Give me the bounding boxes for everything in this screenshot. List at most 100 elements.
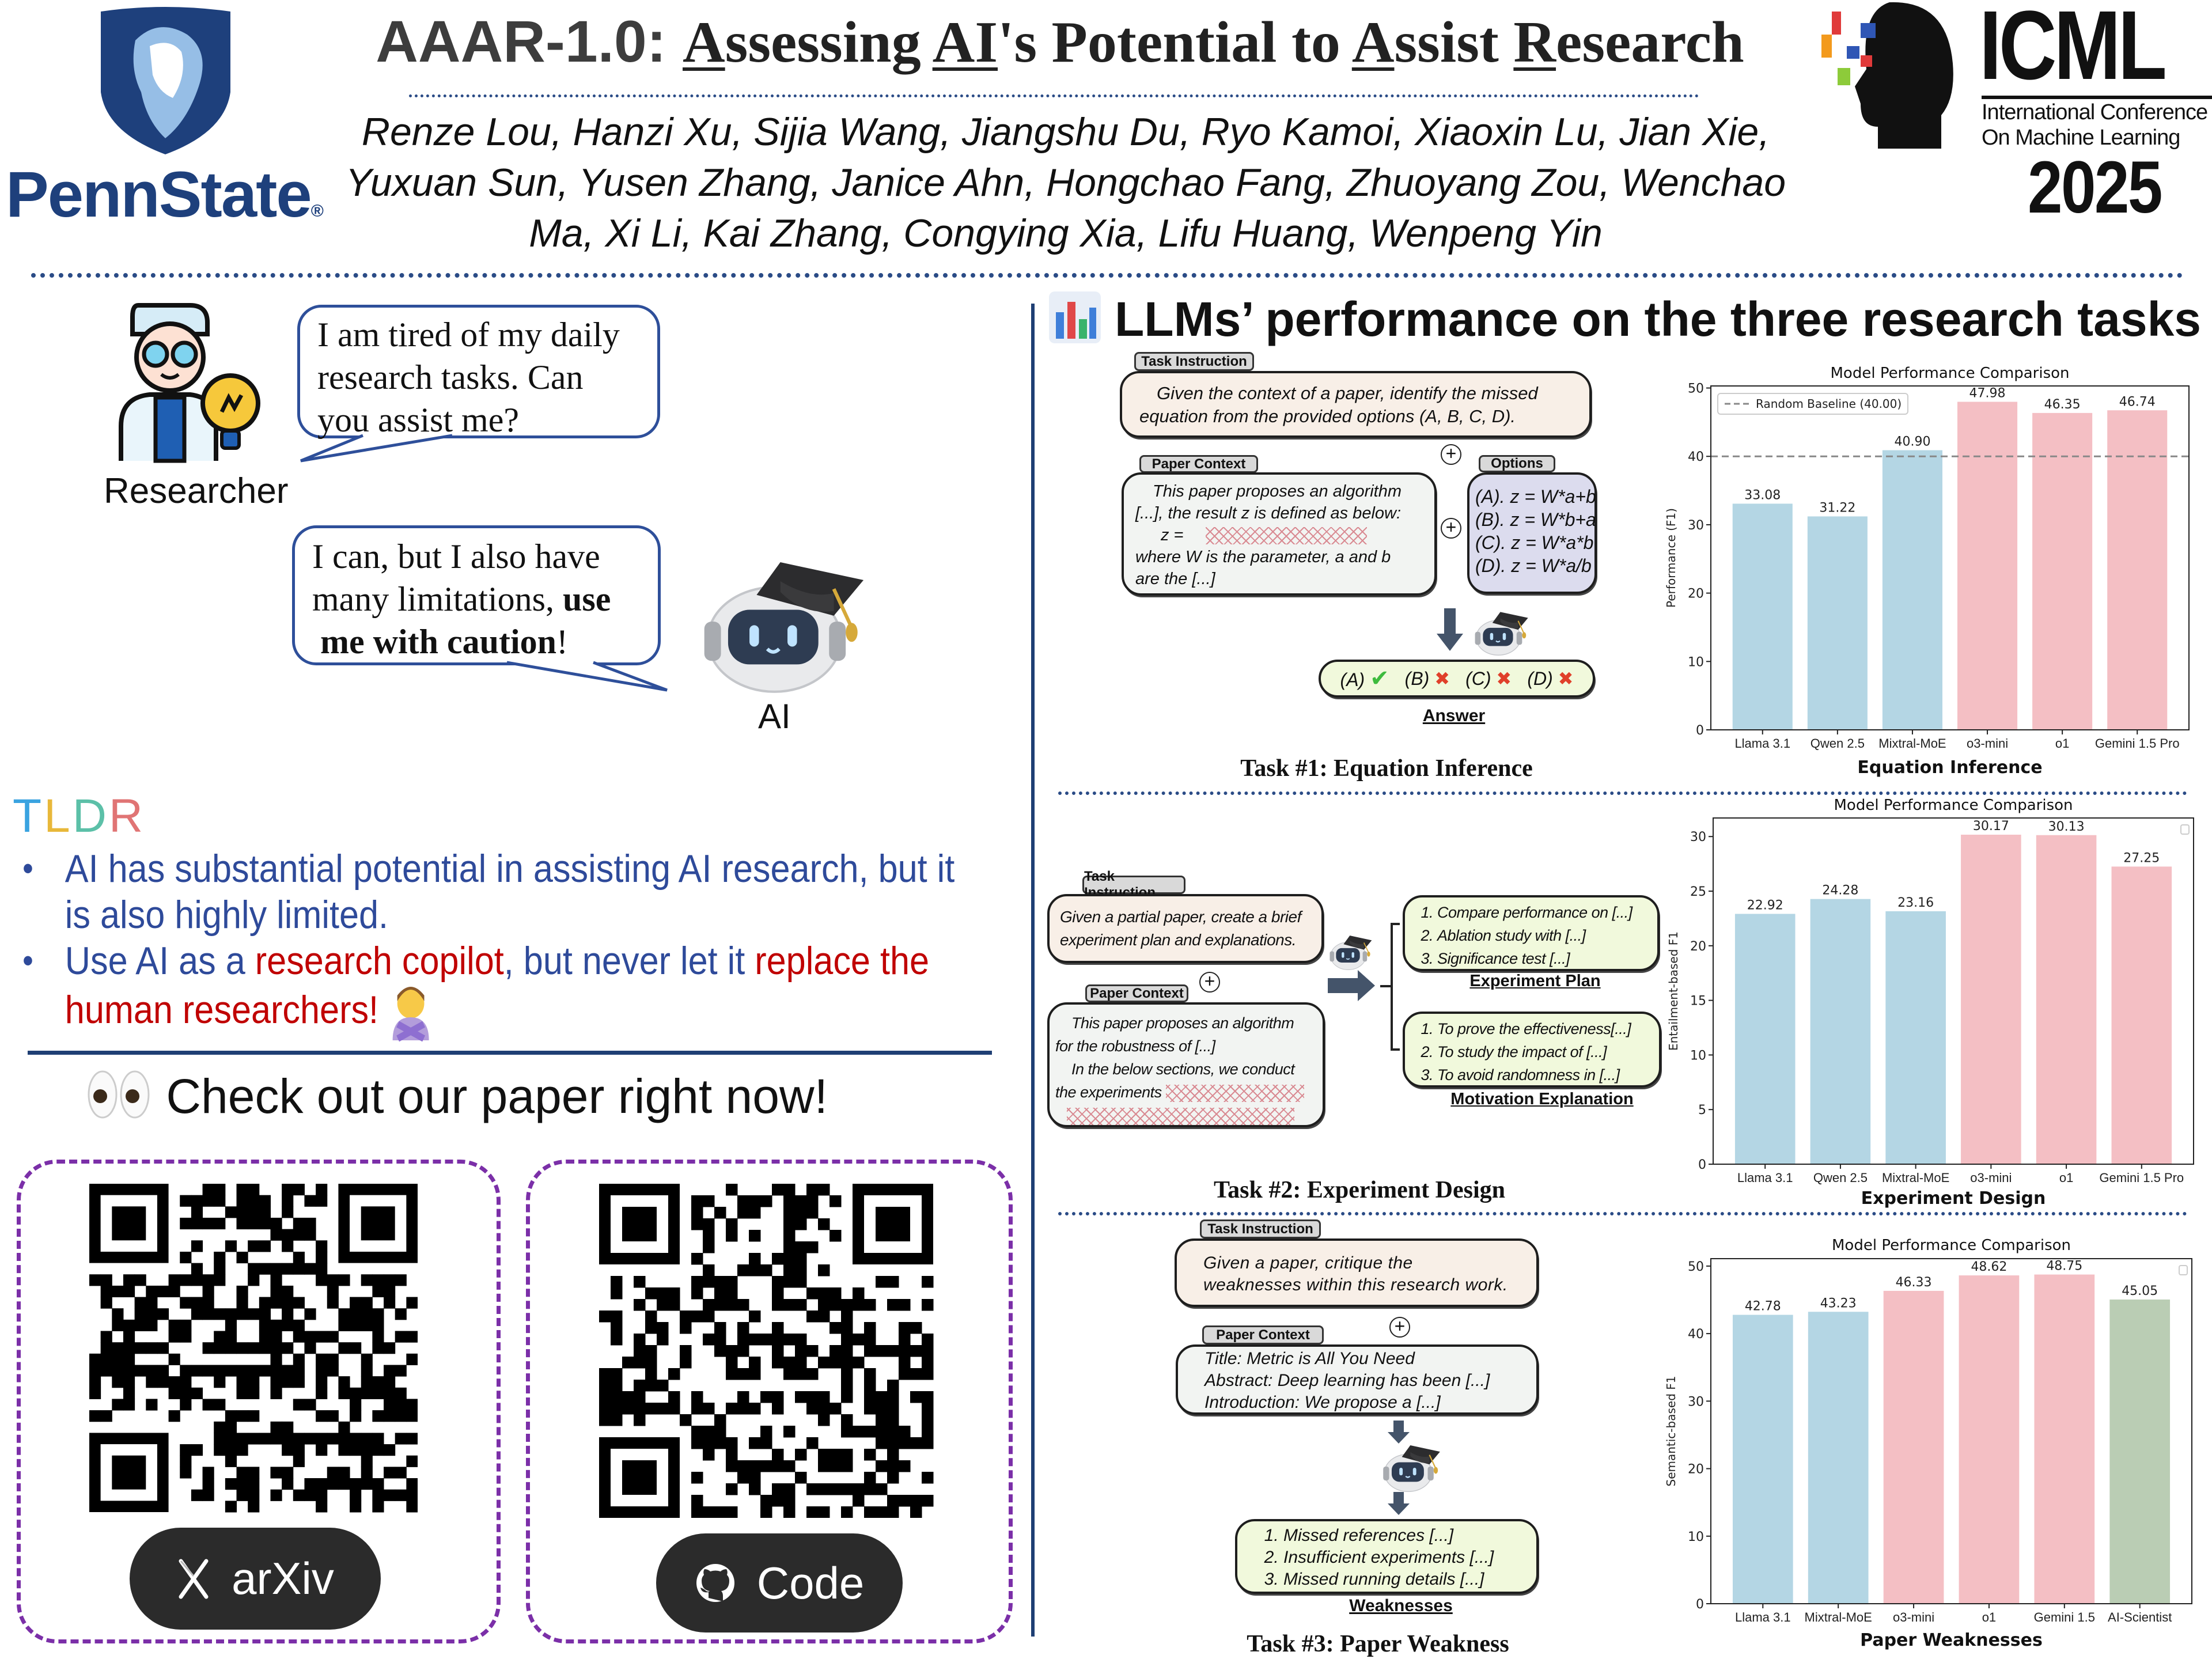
task1-options-tab: Options <box>1479 455 1555 472</box>
weakness-item: Missed running details [...] <box>1283 1569 1536 1590</box>
tldr-text: , but never let it <box>503 939 755 983</box>
y-tick-label: 20 <box>1688 1463 1704 1477</box>
bar-value-label: 31.22 <box>1819 501 1855 515</box>
y-tick-label: 10 <box>1688 655 1704 669</box>
bar-value-label: 48.62 <box>1971 1260 2007 1274</box>
arxiv-qr-panel <box>17 1160 501 1643</box>
arxiv-qr-code[interactable] <box>89 1184 418 1518</box>
code-qr-code[interactable] <box>599 1184 939 1518</box>
x-tick-label: Gemini 1.5 <box>2034 1610 2095 1624</box>
x-tick-label: Llama 3.1 <box>1735 1610 1791 1624</box>
tldr-letter: R <box>108 790 146 842</box>
y-tick-label: 0 <box>1698 1158 1706 1172</box>
check-paper-heading: Check out our paper right now! <box>86 1069 828 1132</box>
bar-value-label: 45.05 <box>2122 1284 2158 1298</box>
tldr-bullet-1-text: AI has substantial potential in assistin… <box>65 847 955 937</box>
y-tick-label: 20 <box>1690 940 1706 954</box>
y-tick-label: 15 <box>1690 994 1706 1009</box>
tldr-letter: T <box>13 790 44 842</box>
context-line: Title: Metric is All You Need <box>1205 1349 1415 1368</box>
y-tick-label: 0 <box>1696 724 1704 738</box>
tldr-text: Use AI as a <box>65 939 255 983</box>
tldr-heading: TLDR <box>13 790 145 842</box>
researcher-line-3: you assist me? <box>317 401 519 439</box>
cross-icon: ✖ <box>1434 668 1450 689</box>
legend-box <box>2179 1265 2188 1275</box>
redacted-equation <box>1205 527 1367 545</box>
plus-icon: + <box>1441 518 1461 539</box>
chart-title: Model Performance Comparison <box>1834 797 2073 814</box>
option-item: (C). z = W*a*b <box>1475 532 1594 553</box>
bar <box>1957 402 2018 730</box>
section-divider <box>28 1051 992 1055</box>
github-icon <box>696 1564 734 1602</box>
bar <box>2107 410 2168 730</box>
arxiv-button[interactable]: arXiv <box>130 1528 381 1630</box>
bar-value-label: 40.90 <box>1894 435 1930 449</box>
x-tick-label: Gemini 1.5 Pro <box>2099 1171 2184 1185</box>
context-line: where W is the parameter, a and b <box>1135 548 1391 566</box>
bar <box>1959 1275 2020 1604</box>
x-tick-label: Mixtral-MoE <box>1882 1171 1949 1185</box>
x-tick-label: o1 <box>2055 736 2069 751</box>
ai-line-2-bold: use <box>562 580 611 618</box>
down-arrow-icon <box>1388 1492 1410 1515</box>
x-axis-label: Experiment Design <box>1861 1188 2046 1209</box>
bar <box>1808 1312 1869 1604</box>
plus-icon: + <box>1389 1317 1410 1338</box>
x-tick-label: Qwen 2.5 <box>1810 736 1865 751</box>
plan-item: Compare performance on [...] <box>1437 901 1654 924</box>
task1-context-box: This paper proposes an algorithm [...], … <box>1122 472 1437 596</box>
y-tick-label: 25 <box>1690 885 1706 899</box>
bar-value-label: 46.35 <box>2044 397 2081 412</box>
bar-value-label: 30.13 <box>2048 820 2085 834</box>
x-tick-label: o1 <box>1982 1610 1996 1624</box>
plot-frame <box>1713 817 2194 1165</box>
icml-subtitle-2: On Machine Learning <box>1982 126 2180 150</box>
y-tick-label: 0 <box>1696 1597 1704 1612</box>
task1-options-box: (A). z = W*a+b (B). z = W*b+a (C). z = W… <box>1467 472 1597 594</box>
task2-context-box: This paper proposes an algorithm for the… <box>1047 1002 1325 1127</box>
x-tick-label: Gemini 1.5 Pro <box>2095 736 2180 751</box>
bar-value-label: 24.28 <box>1822 884 1858 898</box>
eyes-icon <box>86 1069 153 1132</box>
down-arrow-icon <box>1388 1421 1410 1444</box>
redacted-text <box>1067 1107 1294 1125</box>
bar-value-label: 47.98 <box>1969 387 2006 401</box>
motivation-item: To prove the effectiveness[...] <box>1437 1017 1656 1040</box>
results-heading: LLMs’ performance on the three research … <box>1115 292 2202 346</box>
y-axis-label: Performance (F1) <box>1664 508 1678 608</box>
legend-box <box>2180 824 2190 835</box>
y-tick-label: 30 <box>1688 518 1704 533</box>
context-line: This paper proposes an algorithm <box>1153 482 1402 501</box>
ai-line-3-bold: me with caution <box>320 623 556 661</box>
bar-value-label: 33.08 <box>1744 488 1781 502</box>
task1-instruction-box: Given the context of a paper, identify t… <box>1120 371 1592 438</box>
chart-title: Model Performance Comparison <box>1830 365 2069 382</box>
bar-value-label: 27.25 <box>2123 851 2160 865</box>
bar <box>1810 899 1871 1164</box>
bar <box>1882 450 1942 730</box>
answer-label: (A) <box>1340 669 1365 690</box>
motivation-label: Motivation Explanation <box>1450 1090 1634 1108</box>
bar-value-label: 46.74 <box>2119 395 2156 409</box>
authors-line-2: Yuxuan Sun, Yusen Zhang, Janice Ahn, Hon… <box>346 161 1786 204</box>
plan-item: Ablation study with [...] <box>1437 924 1654 947</box>
icml-wordmark: ICML <box>1979 0 2167 100</box>
answer-label: (D) <box>1527 668 1553 689</box>
option-item: (A). z = W*a+b <box>1475 486 1596 507</box>
bracket <box>1380 923 1400 1051</box>
bar-value-label: 30.17 <box>1973 819 2009 834</box>
check-icon: ✔ <box>1370 666 1389 691</box>
code-button-label: Code <box>756 1557 865 1608</box>
motivation-box: To prove the effectiveness[...]To study … <box>1403 1012 1661 1088</box>
bar-value-label: 23.16 <box>1897 896 1934 910</box>
legend-box <box>1717 393 1908 415</box>
code-button[interactable]: Code <box>656 1533 903 1633</box>
pennstate-logo: PennState® <box>0 0 346 230</box>
context-line: In the below sections, we conduct <box>1071 1060 1295 1078</box>
authors-line-1: Renze Lou, Hanzi Xu, Sijia Wang, Jiangsh… <box>361 110 1770 154</box>
task2-context-tab: Paper Context <box>1085 984 1188 1002</box>
option-item: (D). z = W*a/b <box>1475 555 1592 576</box>
